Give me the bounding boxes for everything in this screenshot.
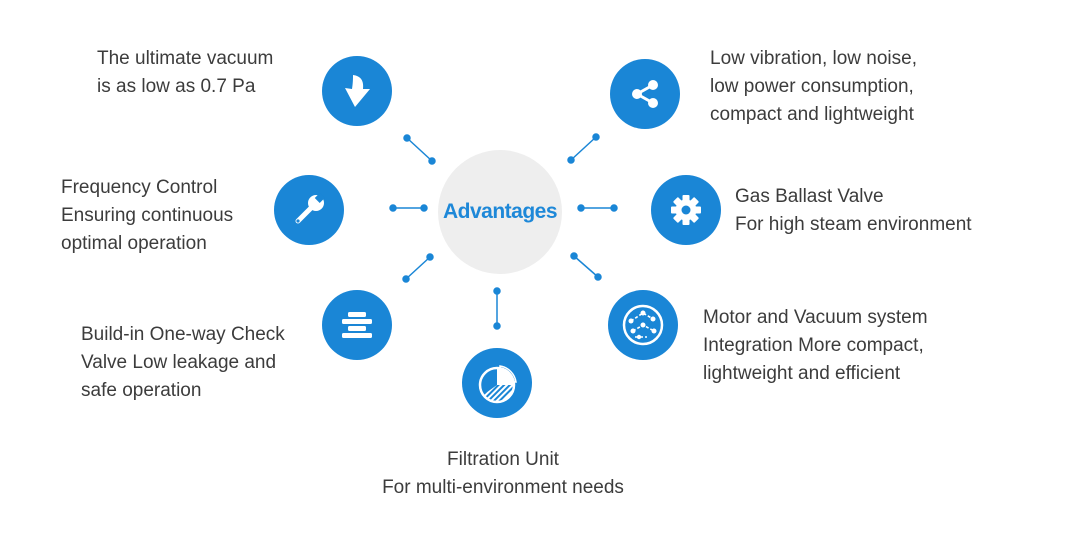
network-system-icon — [608, 290, 678, 360]
feature-label-frequency: Frequency Control Ensuring continuous op… — [61, 177, 234, 254]
wrench-icon — [274, 175, 344, 245]
feature-label-gas-ballast: Gas Ballast Valve For high steam environ… — [735, 186, 972, 235]
feature-label-vacuum: The ultimate vacuum is as low as 0.7 Pa — [97, 48, 274, 97]
pie-filter-icon — [462, 348, 532, 418]
feature-label-motor-integration: Motor and Vacuum system Integration More… — [703, 307, 928, 384]
gear-icon — [651, 175, 721, 245]
valve-stack-icon — [322, 290, 392, 360]
hub-label: Advantages — [442, 200, 558, 223]
share-icon — [610, 59, 680, 129]
feature-label-vibration: Low vibration, low noise, low power cons… — [710, 48, 917, 125]
advantages-hub: Advantages — [438, 150, 562, 274]
feature-label-filtration: Filtration Unit For multi-environment ne… — [382, 449, 624, 498]
feature-label-check-valve: Build-in One-way Check Valve Low leakage… — [81, 324, 285, 401]
arrow-down-icon — [322, 56, 392, 126]
